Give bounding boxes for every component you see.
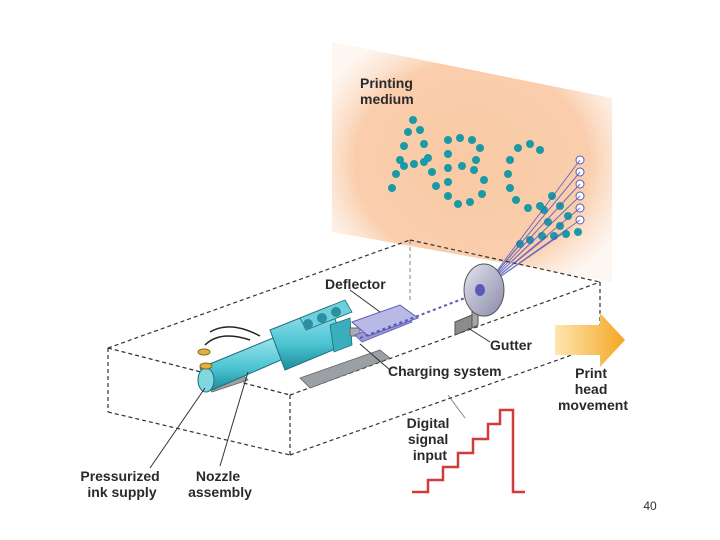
- ink-dot: [478, 190, 486, 198]
- ink-dot: [444, 192, 452, 200]
- ink-dot: [456, 134, 464, 142]
- ink-dot: [454, 200, 462, 208]
- ink-dot: [396, 156, 404, 164]
- ink-dot: [544, 218, 552, 226]
- label-leaders: [149, 289, 491, 469]
- ink-dot: [444, 164, 452, 172]
- print-head-movement-label: Print head movement: [558, 365, 628, 413]
- deflector-plate: [351, 304, 420, 337]
- ink-dot: [420, 140, 428, 148]
- ink-dot: [432, 182, 440, 190]
- ink-dot: [526, 236, 534, 244]
- digital-signal-waveform: [412, 408, 525, 494]
- ink-dot: [540, 206, 548, 214]
- ink-dot: [388, 184, 396, 192]
- ink-dot: [466, 198, 474, 206]
- gutter-label: Gutter: [490, 337, 533, 353]
- ink-dot: [526, 140, 534, 148]
- ink-dot: [444, 178, 452, 186]
- ink-dot: [400, 162, 408, 170]
- ink-dot: [458, 162, 466, 170]
- deflector-label: Deflector: [325, 276, 386, 292]
- digital-signal-input-label: Digital signal input: [407, 415, 454, 463]
- page-number: 40: [643, 499, 657, 513]
- charging-system-label: Charging system: [388, 363, 502, 379]
- ink-dot: [470, 166, 478, 174]
- ink-dot: [468, 136, 476, 144]
- ink-dot: [564, 212, 572, 220]
- trajectory-line: [483, 159, 581, 289]
- printing-medium-panel: [332, 42, 612, 282]
- nozzle-assembly: [197, 299, 361, 393]
- ink-dot: [512, 196, 520, 204]
- ink-dot: [444, 150, 452, 158]
- ink-dot: [504, 170, 512, 178]
- trajectory-line: [483, 183, 581, 289]
- ink-dot: [514, 144, 522, 152]
- ink-dot: [556, 222, 564, 230]
- ink-dot: [476, 144, 484, 152]
- ink-dot: [416, 126, 424, 134]
- ink-dot: [404, 128, 412, 136]
- ink-dot: [400, 142, 408, 150]
- nozzle-assembly-label: Nozzle assembly: [188, 468, 252, 500]
- ink-dot: [428, 168, 436, 176]
- ink-dot: [574, 228, 582, 236]
- ink-dot: [410, 160, 418, 168]
- pressurized-ink-supply-label: Pressurized ink supply: [80, 468, 163, 500]
- ink-dot: [524, 204, 532, 212]
- ink-dot: [562, 230, 570, 238]
- ink-dot: [472, 156, 480, 164]
- ink-dot: [480, 176, 488, 184]
- gutter-disk: [463, 263, 505, 317]
- ink-dot: [444, 136, 452, 144]
- ink-dot: [536, 146, 544, 154]
- mount-rail: [299, 349, 391, 389]
- ink-dot: [506, 184, 514, 192]
- printing-medium-label: Printing medium: [360, 75, 417, 107]
- ink-dot: [392, 170, 400, 178]
- ink-dot: [420, 158, 428, 166]
- ink-dot: [409, 116, 417, 124]
- print-head-movement-arrow: [555, 313, 625, 367]
- ink-dot: [506, 156, 514, 164]
